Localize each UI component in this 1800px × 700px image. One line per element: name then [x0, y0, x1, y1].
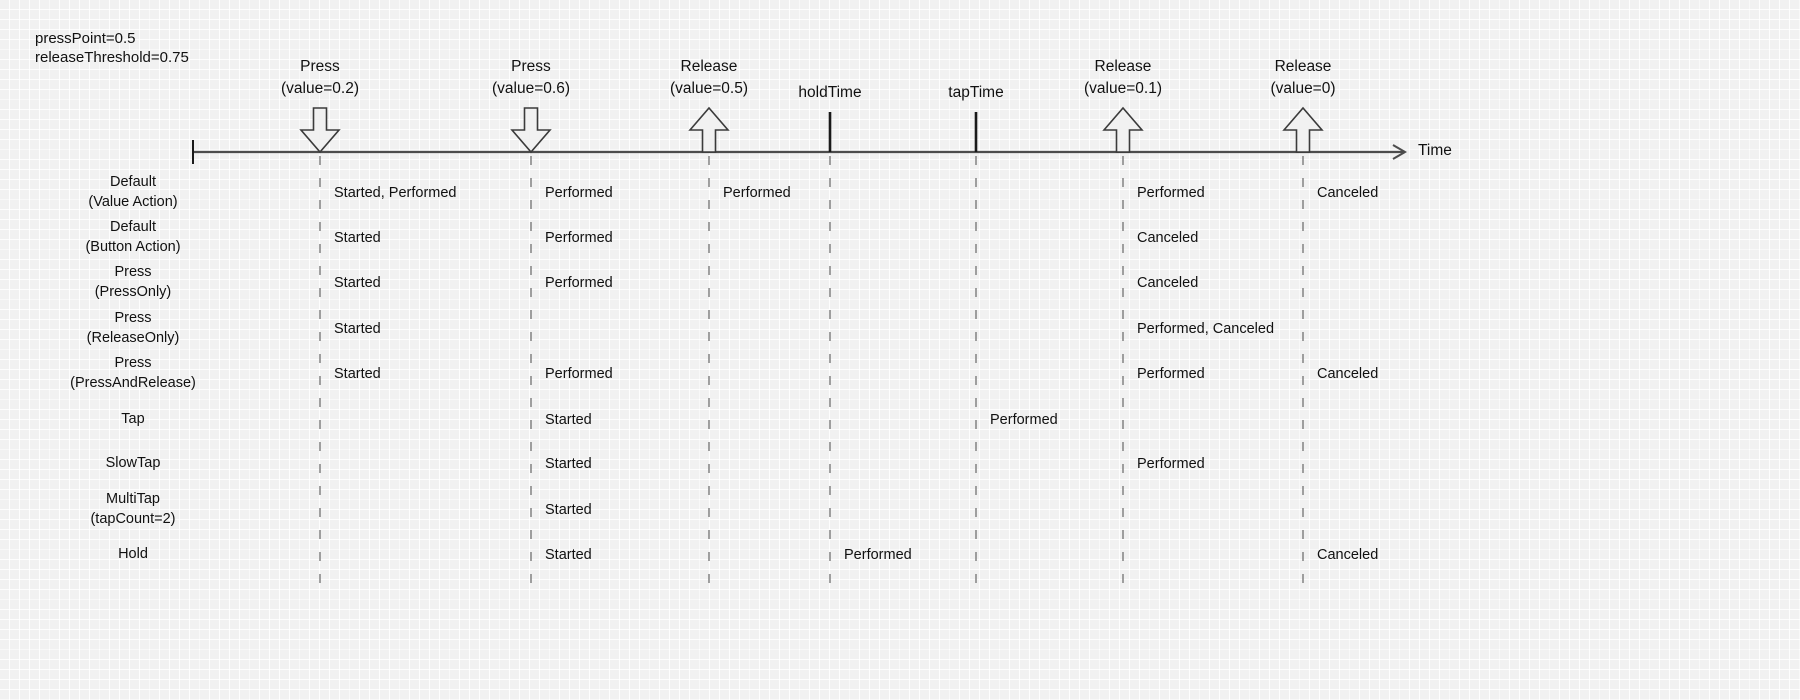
row-entry-press-pressonly-release2: Canceled — [1137, 275, 1199, 291]
row-entry-tap-taptime: Performed — [990, 412, 1058, 428]
axis-arrowhead — [1392, 144, 1407, 160]
row-label-slowtap: SlowTap — [105, 455, 161, 471]
row-entry-default-button-action-press2: Performed — [545, 230, 613, 246]
row-label-default-button-action: Default (Button Action) — [85, 219, 181, 255]
row-entry-press-pressandrelease-press2: Performed — [545, 366, 613, 382]
row-label-multitap: MultiTap (tapCount=2) — [90, 491, 176, 527]
release-arrow-up-icon — [1102, 106, 1144, 153]
row-entry-slowtap-release2: Performed — [1137, 456, 1205, 472]
row-entry-default-button-action-release2: Canceled — [1137, 230, 1199, 246]
row-label-press-pressonly: Press (PressOnly) — [94, 264, 172, 300]
row-entry-slowtap-press2: Started — [545, 456, 592, 472]
row-entry-default-value-action-press1: Started, Performed — [334, 185, 457, 201]
row-entry-press-pressandrelease-release3: Canceled — [1317, 366, 1379, 382]
row-entry-multitap-press2: Started — [545, 502, 592, 518]
row-entry-default-value-action-press2: Performed — [545, 185, 613, 201]
row-entry-press-pressandrelease-release2: Performed — [1137, 366, 1205, 382]
press-arrow-down-icon — [299, 107, 341, 154]
press-arrow-down-icon — [510, 107, 552, 154]
axis-caption-time: Time — [1418, 142, 1452, 159]
event-label-release2: Release (value=0.1) — [1084, 58, 1162, 97]
row-label-press-releaseonly: Press (ReleaseOnly) — [86, 310, 180, 346]
event-label-release1: Release (value=0.5) — [670, 58, 748, 97]
row-label-press-pressandrelease: Press (PressAndRelease) — [70, 355, 196, 391]
row-entry-hold-release3: Canceled — [1317, 547, 1379, 563]
row-entry-default-button-action-press1: Started — [334, 230, 381, 246]
row-entry-press-pressonly-press1: Started — [334, 275, 381, 291]
row-entry-press-pressonly-press2: Performed — [545, 275, 613, 291]
row-entry-press-releaseonly-release2: Performed, Canceled — [1137, 321, 1275, 337]
row-entry-tap-press2: Started — [545, 412, 592, 428]
row-label-tap: Tap — [121, 411, 145, 427]
row-label-hold: Hold — [118, 546, 148, 562]
event-label-press2: Press (value=0.6) — [492, 58, 570, 97]
event-label-press1: Press (value=0.2) — [281, 58, 359, 97]
row-entry-hold-press2: Started — [545, 547, 592, 563]
event-label-release3: Release (value=0) — [1270, 58, 1336, 97]
event-label-taptime: tapTime — [948, 84, 1004, 101]
note-release-threshold: releaseThreshold=0.75 — [35, 49, 189, 66]
row-entry-hold-holdtime: Performed — [844, 547, 912, 563]
row-label-default-value-action: Default (Value Action) — [88, 174, 178, 210]
row-entry-default-value-action-release3: Canceled — [1317, 185, 1379, 201]
row-entry-default-value-action-release2: Performed — [1137, 185, 1205, 201]
release-arrow-up-icon — [1282, 106, 1324, 153]
row-entry-press-releaseonly-press1: Started — [334, 321, 381, 337]
event-label-holdtime: holdTime — [798, 84, 862, 101]
note-press-point: pressPoint=0.5 — [35, 30, 136, 47]
release-arrow-up-icon — [688, 106, 730, 153]
row-entry-default-value-action-release1: Performed — [723, 185, 791, 201]
row-entry-press-pressandrelease-press1: Started — [334, 366, 381, 382]
